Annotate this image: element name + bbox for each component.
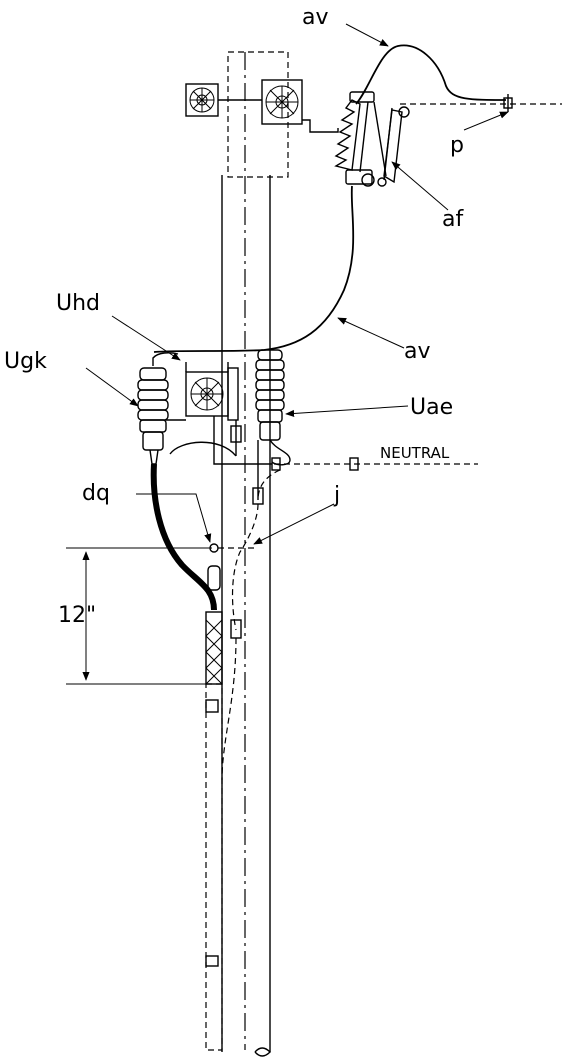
connector-p <box>503 94 513 112</box>
fuse-cutout <box>334 91 410 187</box>
label-neutral: NEUTRAL <box>380 444 450 462</box>
cable-sleeve <box>205 611 223 685</box>
label-dimension-12in: 12" <box>58 603 96 628</box>
conductor-av-drop <box>153 185 355 353</box>
label-uhd: Uhd <box>56 291 100 316</box>
leader-lines <box>85 23 509 545</box>
label-dq: dq <box>82 481 110 506</box>
ground-clamp-dq <box>209 543 254 553</box>
label-j: j <box>333 483 340 508</box>
surge-arrester-ugk <box>137 352 179 465</box>
bracket-uhd <box>166 362 239 421</box>
utility-pole <box>221 51 289 1057</box>
conductor-av-top <box>355 44 507 105</box>
riser-cable <box>150 463 223 1051</box>
label-ugk: Ugk <box>4 349 47 374</box>
label-uae: Uae <box>410 395 453 420</box>
top-bracket-right <box>218 79 339 133</box>
label-av-mid: av <box>404 339 431 364</box>
neutral-wiring <box>169 416 478 781</box>
label-af: af <box>442 207 464 232</box>
label-p: p <box>450 133 464 158</box>
label-av-top: av <box>302 5 329 30</box>
top-bracket-left <box>185 83 219 117</box>
surge-arrester-uae <box>255 349 285 441</box>
dimension-12in <box>66 547 212 685</box>
